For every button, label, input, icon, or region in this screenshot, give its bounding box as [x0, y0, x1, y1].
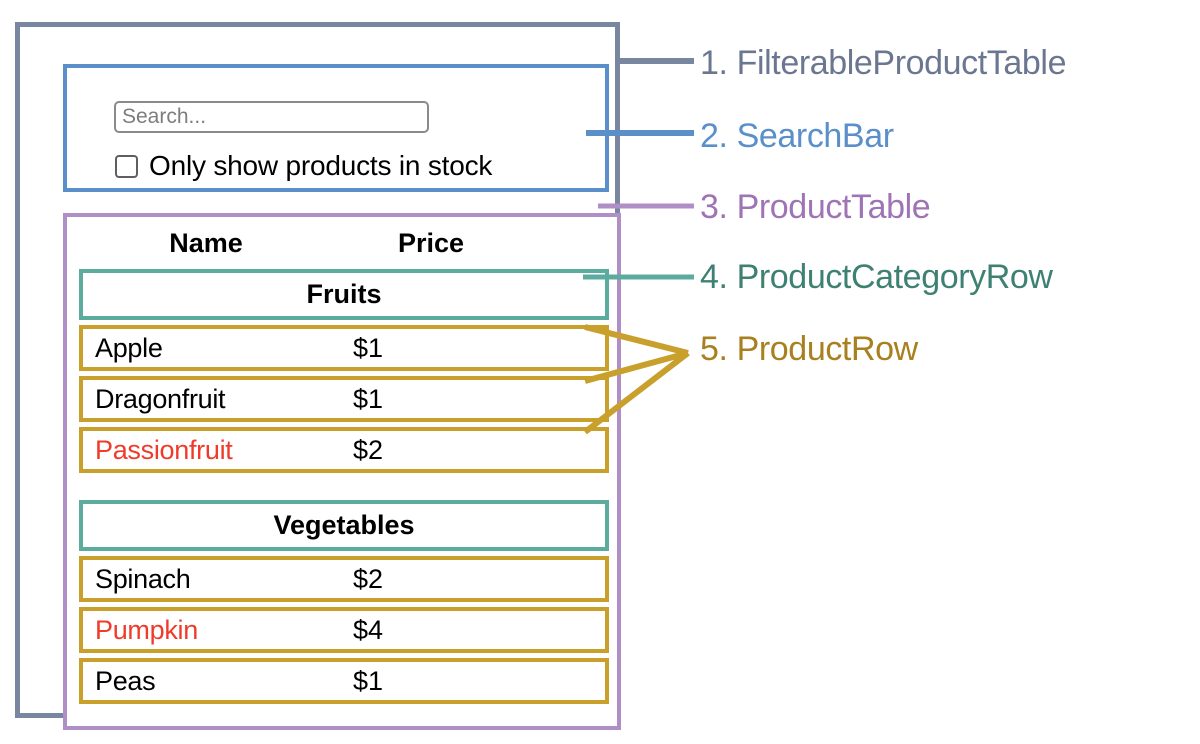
legend-label-filterable-product-table: 1. FilterableProductTable — [700, 44, 1067, 82]
product-row: Peas $1 — [79, 658, 609, 704]
only-in-stock-label: Only show products in stock — [149, 150, 493, 181]
product-price: $1 — [353, 383, 384, 414]
only-in-stock-checkbox[interactable] — [115, 154, 138, 178]
column-header-name: Name — [169, 227, 243, 258]
filterable-product-table-box: Only show products in stock Name Price F… — [15, 22, 621, 730]
product-name: Spinach — [95, 563, 191, 594]
product-row: Dragonfruit $1 — [79, 376, 609, 422]
search-input[interactable] — [114, 101, 429, 133]
product-row: Apple $1 — [79, 325, 609, 371]
search-bar-box: Only show products in stock — [63, 64, 609, 192]
group-spacer — [79, 478, 609, 500]
product-price: $2 — [353, 434, 384, 465]
product-price: $1 — [353, 665, 384, 696]
product-category-row: Vegetables — [79, 500, 609, 551]
legend-label-product-category-row: 4. ProductCategoryRow — [700, 258, 1053, 296]
product-table-box: Name Price Fruits Apple $1 Dragonfruit $… — [63, 213, 621, 730]
legend-label-product-row: 5. ProductRow — [700, 330, 918, 368]
product-row: Pumpkin $4 — [79, 607, 609, 653]
only-in-stock-row[interactable]: Only show products in stock — [115, 150, 492, 182]
product-name: Peas — [95, 665, 156, 696]
legend-label-search-bar: 2. SearchBar — [700, 117, 894, 155]
column-header-price: Price — [397, 227, 465, 258]
product-price: $4 — [353, 614, 384, 645]
product-row: Spinach $2 — [79, 556, 609, 602]
product-name: Pumpkin — [95, 614, 198, 645]
product-table-body: Fruits Apple $1 Dragonfruit $1 Passionfr… — [79, 269, 609, 709]
legend-label-product-table: 3. ProductTable — [700, 188, 931, 226]
product-row: Passionfruit $2 — [79, 427, 609, 473]
product-name: Dragonfruit — [95, 383, 226, 414]
product-category-row: Fruits — [79, 269, 609, 320]
product-price: $1 — [353, 332, 384, 363]
product-price: $2 — [353, 563, 384, 594]
product-name: Passionfruit — [95, 434, 233, 465]
product-table-header: Name Price — [71, 223, 587, 263]
product-name: Apple — [95, 332, 163, 363]
